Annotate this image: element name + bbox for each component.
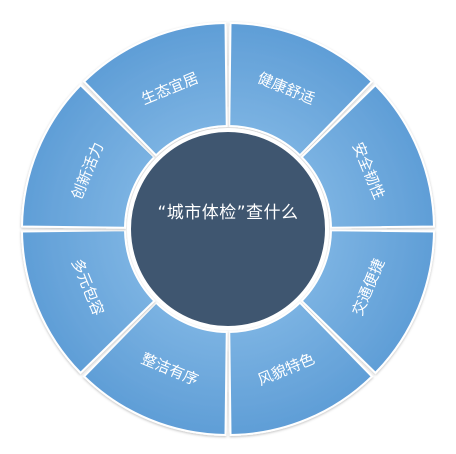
wheel-segment xyxy=(21,83,156,229)
wheel-segment xyxy=(82,301,228,436)
wheel-segment xyxy=(21,229,156,375)
wheel-segment xyxy=(82,22,228,157)
wheel-segments xyxy=(21,22,435,436)
wheel-segment xyxy=(228,22,374,157)
center-disc xyxy=(127,128,329,330)
wheel-segment xyxy=(300,83,435,229)
wheel-segment xyxy=(300,229,435,375)
wheel-segment xyxy=(228,301,374,436)
